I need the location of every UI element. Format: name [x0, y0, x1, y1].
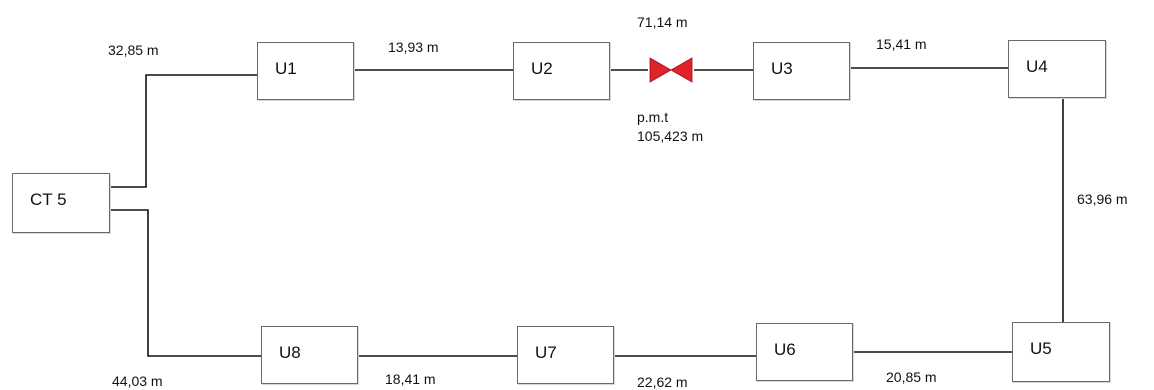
length-u7-u8: 18,41 m	[385, 371, 436, 387]
node-u8[interactable]: U8	[261, 326, 358, 384]
node-u6-label: U6	[774, 340, 796, 359]
length-u2-u3: 71,14 m	[637, 14, 688, 30]
node-ct5-label: CT 5	[30, 190, 67, 209]
length-u6-u7: 22,62 m	[637, 374, 688, 390]
length-u3-u4: 15,41 m	[876, 36, 927, 52]
node-u8-label: U8	[279, 343, 301, 362]
node-ct5[interactable]: CT 5	[12, 173, 110, 233]
node-u7-label: U7	[535, 343, 557, 362]
length-ct5-u1: 32,85 m	[108, 42, 159, 58]
length-u1-u2: 13,93 m	[388, 39, 439, 55]
pipe-ct5-u1	[110, 74, 257, 188]
node-u7[interactable]: U7	[517, 326, 614, 384]
node-u5[interactable]: U5	[1012, 322, 1110, 382]
length-u5-u6: 20,85 m	[886, 369, 937, 385]
node-u5-label: U5	[1030, 339, 1052, 358]
node-u1[interactable]: U1	[257, 42, 354, 100]
node-u4[interactable]: U4	[1008, 40, 1106, 98]
valve-label: p.m.t	[637, 109, 669, 125]
node-u1-label: U1	[275, 59, 297, 78]
gate-valve-icon	[649, 57, 693, 83]
node-u6[interactable]: U6	[756, 323, 853, 381]
length-u8-ct5: 44,03 m	[112, 373, 163, 389]
length-u4-u5: 63,96 m	[1077, 191, 1128, 207]
node-u2[interactable]: U2	[513, 42, 610, 100]
pipe-u8-ct5	[110, 209, 261, 357]
node-u2-label: U2	[531, 59, 553, 78]
node-u3[interactable]: U3	[753, 42, 850, 100]
node-u4-label: U4	[1026, 57, 1048, 76]
node-u3-label: U3	[771, 59, 793, 78]
valve-distance: 105,423 m	[637, 128, 704, 144]
